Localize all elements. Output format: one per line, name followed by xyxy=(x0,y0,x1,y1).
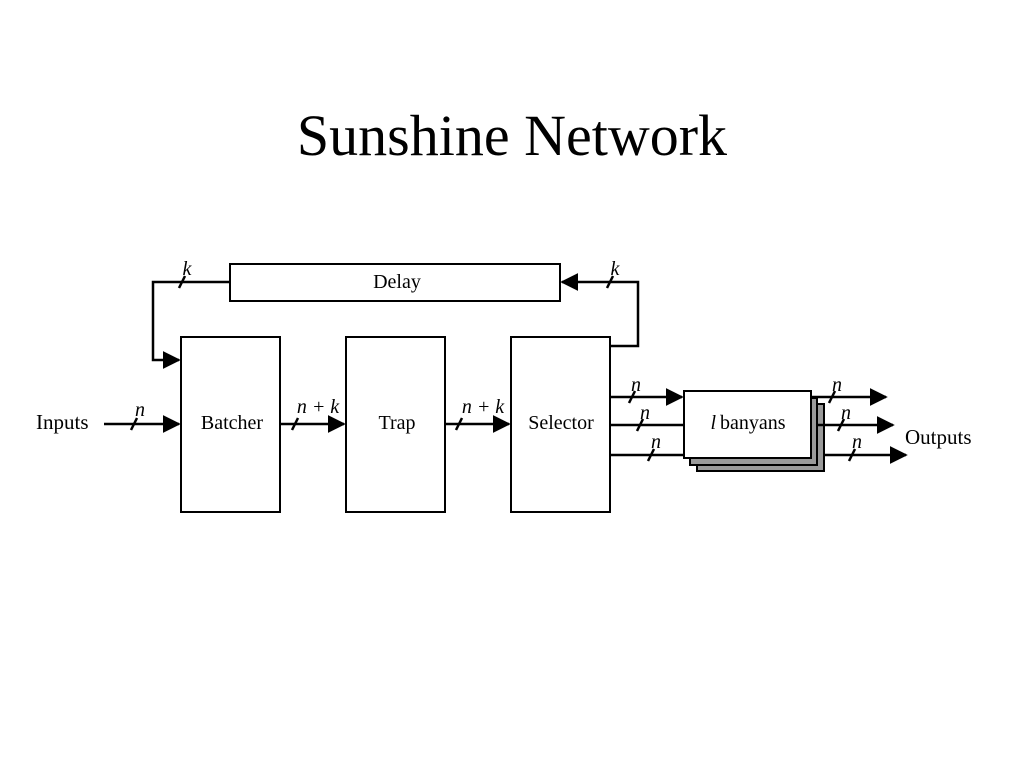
inputs-label: Inputs xyxy=(36,410,89,434)
selector-block: Selector xyxy=(510,336,611,513)
input-width-label: n xyxy=(135,399,145,421)
delay-to-batcher-edge: k xyxy=(151,258,230,369)
banyans-out-label-1: n xyxy=(832,374,842,396)
selector-to-delay-edge: k xyxy=(560,258,640,348)
banyans-count-symbol: l xyxy=(710,412,716,434)
delay-label: Delay xyxy=(373,271,421,293)
selector-to-banyans-label-2: n xyxy=(640,402,650,424)
delay-to-batcher-label: k xyxy=(183,258,193,280)
slide-title: Sunshine Network xyxy=(296,103,728,168)
banyans-text: banyans xyxy=(720,412,786,434)
banyan-layer-front xyxy=(683,390,812,459)
selector-to-banyans-edges: n n n xyxy=(610,374,684,462)
trap-to-selector-label: n + k xyxy=(462,396,505,418)
delay-block: Delay xyxy=(229,263,561,302)
selector-to-banyans-label-1: n xyxy=(631,374,641,396)
batcher-to-trap-edge: n + k xyxy=(280,396,346,433)
batcher-block: Batcher xyxy=(180,336,281,513)
outputs-label: Outputs xyxy=(905,425,972,449)
inputs-edge: Inputs n xyxy=(36,399,181,434)
selector-label: Selector xyxy=(528,412,594,434)
banyans-out-label-3: n xyxy=(852,431,862,453)
trap-block: Trap xyxy=(345,336,446,513)
trap-to-selector-edge: n + k xyxy=(445,396,511,433)
batcher-label: Batcher xyxy=(201,412,264,434)
selector-to-delay-label: k xyxy=(611,258,621,280)
selector-to-banyans-label-3: n xyxy=(651,431,661,453)
trap-label: Trap xyxy=(378,412,415,434)
banyans-out-label-2: n xyxy=(841,402,851,424)
banyans-to-outputs-edges: n n n Outputs xyxy=(811,374,972,464)
batcher-to-trap-label: n + k xyxy=(297,396,340,418)
